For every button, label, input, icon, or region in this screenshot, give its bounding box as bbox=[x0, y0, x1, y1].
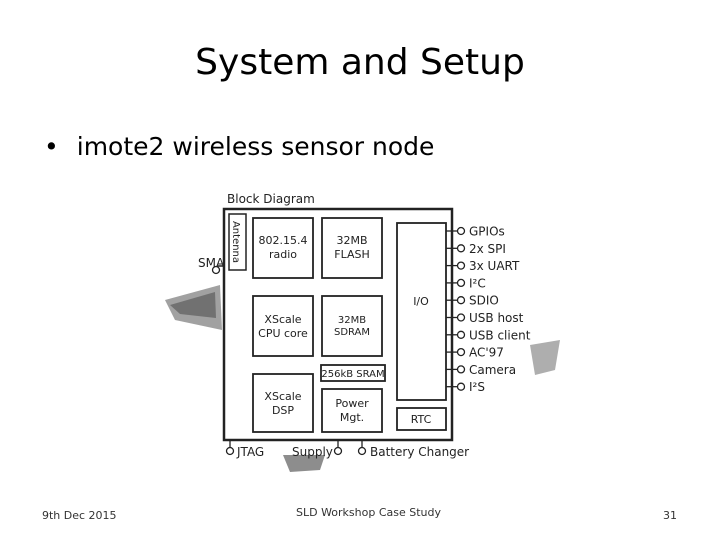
port-label: Camera bbox=[469, 363, 516, 377]
radio-label-2: radio bbox=[269, 248, 297, 261]
radio-block bbox=[252, 217, 314, 279]
port-connector bbox=[456, 365, 466, 374]
port-label: I²S bbox=[469, 380, 485, 394]
sdram-label-1: 32MB bbox=[338, 315, 366, 326]
jtag-connector bbox=[225, 446, 235, 456]
supply-label: Supply bbox=[292, 445, 333, 459]
rtc-block bbox=[396, 407, 447, 431]
bullet-dot: • bbox=[44, 132, 59, 161]
sram-label: 256kB SRAM bbox=[321, 369, 384, 380]
footer-date: 9th Dec 2015 bbox=[42, 509, 117, 522]
device-photo-fragments bbox=[165, 285, 560, 472]
port-connector bbox=[456, 313, 466, 322]
diagram-heading: Block Diagram bbox=[227, 192, 315, 206]
bottom-connectors: JTAG Supply Battery Changer bbox=[225, 440, 469, 459]
sdram-block bbox=[321, 295, 383, 357]
power-block bbox=[321, 388, 383, 433]
power-label-1: Power bbox=[335, 397, 369, 410]
dsp-block bbox=[252, 373, 314, 433]
sram-block bbox=[320, 364, 386, 382]
port-connector bbox=[456, 382, 466, 391]
cpu-block bbox=[252, 295, 314, 357]
port-label: GPIOs bbox=[469, 225, 505, 239]
port-connector bbox=[456, 296, 466, 305]
antenna-box bbox=[228, 213, 247, 271]
slide-title: System and Setup bbox=[195, 42, 525, 83]
footer-title: SLD Workshop Case Study bbox=[296, 506, 442, 519]
port-connector bbox=[456, 347, 466, 357]
port-connector bbox=[456, 278, 466, 288]
slide-number: 31 bbox=[663, 509, 677, 522]
flash-block bbox=[321, 217, 383, 279]
port-label: 2x SPI bbox=[469, 242, 506, 256]
battery-connector bbox=[357, 446, 367, 456]
port-label: USB host bbox=[469, 311, 524, 325]
port-connector bbox=[456, 244, 466, 253]
sdram-label-2: SDRAM bbox=[334, 327, 370, 338]
io-label: I/O bbox=[413, 295, 429, 308]
sma-connector bbox=[211, 265, 221, 275]
radio-label-1: 802.15.4 bbox=[259, 234, 308, 247]
cpu-label-1: XScale bbox=[264, 313, 301, 326]
sma-label: SMA bbox=[198, 256, 225, 270]
dsp-label-1: XScale bbox=[264, 390, 301, 403]
dsp-label-2: DSP bbox=[272, 404, 294, 417]
supply-connector bbox=[333, 446, 343, 456]
flash-label-1: 32MB bbox=[336, 234, 367, 247]
bullet-item: • imote2 wireless sensor node bbox=[44, 132, 434, 161]
battery-label: Battery Changer bbox=[370, 445, 469, 459]
antenna-label: Antenna bbox=[230, 221, 241, 263]
port-label: I²C bbox=[469, 276, 486, 290]
port-connector bbox=[456, 330, 466, 339]
port-label: 3x UART bbox=[469, 259, 520, 273]
flash-label-2: FLASH bbox=[334, 248, 370, 261]
cpu-label-2: CPU core bbox=[258, 327, 308, 340]
power-label-2: Mgt. bbox=[340, 411, 364, 424]
port-label: USB client bbox=[469, 328, 531, 342]
bullet-text: imote2 wireless sensor node bbox=[76, 132, 435, 161]
rtc-label: RTC bbox=[411, 413, 432, 426]
port-label: SDIO bbox=[469, 294, 499, 308]
port-connector bbox=[456, 226, 466, 236]
port-label: AC'97 bbox=[469, 346, 504, 360]
port-connector bbox=[456, 261, 466, 270]
jtag-label: JTAG bbox=[236, 445, 264, 459]
io-block bbox=[396, 222, 447, 401]
